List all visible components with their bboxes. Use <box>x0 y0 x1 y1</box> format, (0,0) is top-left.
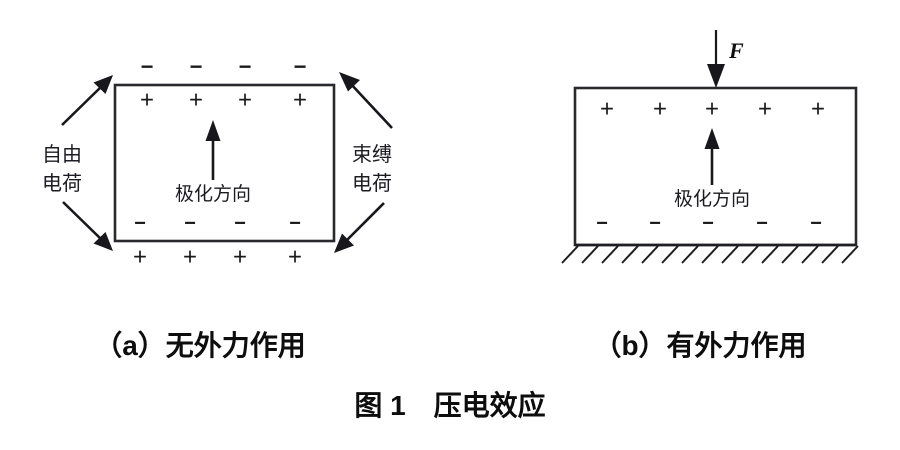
plus-charge-icon: + <box>705 95 719 122</box>
figure-caption: 图 1 压电效应 <box>354 389 545 421</box>
minus-charge-icon: − <box>289 212 301 234</box>
panel-a-bound-charge-annotation: 束缚 电荷 <box>334 72 393 253</box>
free-charge-arrow-down-icon <box>62 201 113 251</box>
minus-charge-icon: − <box>702 212 714 234</box>
panel-b-bottom-negative-charges: − − − − − <box>596 212 822 234</box>
panel-a-polarization-label: 极化方向 <box>175 183 251 205</box>
panel-a-free-charge-annotation: 自由 电荷 <box>42 75 113 251</box>
minus-charge-icon: − <box>756 212 768 234</box>
minus-charge-icon: − <box>649 212 661 234</box>
panel-a-crystal-body <box>113 83 336 243</box>
plus-charge-icon: + <box>758 95 772 122</box>
plus-charge-icon: + <box>811 95 825 122</box>
free-charge-arrow-up-icon <box>61 75 113 126</box>
panel-b-force-arrow-icon <box>707 30 725 88</box>
plus-charge-icon: + <box>238 86 252 113</box>
panel-b: F + + + + + 极化方向 − − − − − <box>561 30 859 264</box>
plus-charge-icon: + <box>600 95 614 122</box>
panel-b-polarization-arrow-icon <box>704 128 720 185</box>
plus-charge-icon: + <box>233 243 247 270</box>
panel-a-polarization-arrow-icon <box>205 120 221 180</box>
panel-b-subcaption: （b）有外力作用 <box>593 329 806 361</box>
plus-charge-icon: + <box>189 86 203 113</box>
panel-a-bottom-negative-charges: − − − − <box>134 212 301 234</box>
panel-b-polarization-label: 极化方向 <box>674 188 750 210</box>
free-charge-label-line2: 电荷 <box>42 172 82 195</box>
plus-charge-icon: + <box>140 86 154 113</box>
minus-charge-icon: − <box>239 54 252 79</box>
plus-charge-icon: + <box>288 243 302 270</box>
bound-charge-label-line1: 束缚 <box>352 143 392 166</box>
minus-charge-icon: − <box>596 212 608 234</box>
panel-a-top-positive-charges: + + + + <box>140 86 307 113</box>
plus-charge-icon: + <box>133 243 147 270</box>
panel-a-subcaption: （a）无外力作用 <box>94 329 306 361</box>
panel-b-force-label: F <box>728 38 744 63</box>
minus-charge-icon: − <box>190 54 203 79</box>
bound-charge-arrow-up-icon <box>339 72 393 129</box>
minus-charge-icon: − <box>294 54 307 79</box>
bound-charge-arrow-down-icon <box>334 202 385 253</box>
free-charge-label-line1: 自由 <box>42 143 82 166</box>
panel-b-top-positive-charges: + + + + + <box>600 95 825 122</box>
panel-b-fixed-support-hatching <box>561 243 859 264</box>
bound-charge-label-line2: 电荷 <box>352 172 392 195</box>
minus-charge-icon: − <box>810 212 822 234</box>
minus-charge-icon: − <box>234 212 246 234</box>
minus-charge-icon: − <box>141 54 154 79</box>
plus-charge-icon: + <box>183 243 197 270</box>
panel-a: − − − − + + + + − − − − + + <box>42 54 393 270</box>
minus-charge-icon: − <box>134 212 146 234</box>
panel-a-top-negative-charges: − − − − <box>141 54 307 79</box>
plus-charge-icon: + <box>653 95 667 122</box>
minus-charge-icon: − <box>184 212 196 234</box>
plus-charge-icon: + <box>293 86 307 113</box>
panel-a-bottom-positive-charges: + + + + <box>133 243 302 270</box>
